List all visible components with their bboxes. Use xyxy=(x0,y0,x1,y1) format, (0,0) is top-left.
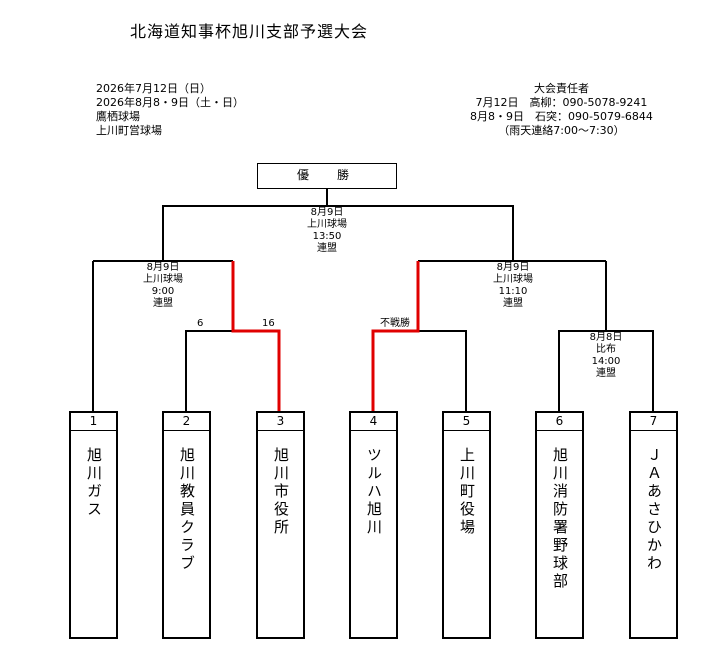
contact-line: （雨天連絡7:00〜7:30） xyxy=(498,124,625,137)
score-team2: 6 xyxy=(197,318,204,329)
team-box-1: 1 旭川ガス xyxy=(69,411,118,639)
match-date: 8月9日 xyxy=(496,262,530,273)
team-number: 1 xyxy=(71,413,116,431)
winner-path-team3 xyxy=(231,261,281,411)
qf-right-bracket xyxy=(558,330,654,411)
walkover-label: 不戦勝 xyxy=(380,318,410,329)
team-name: 旭川市役所 xyxy=(272,447,290,537)
team-box-3: 3 旭川市役所 xyxy=(256,411,305,639)
match-time: 13:50 xyxy=(312,231,342,242)
match-time: 9:00 xyxy=(151,286,175,297)
contact-line: 8月8・9日 石突：090-5079-6844 xyxy=(470,110,653,123)
page-title: 北海道知事杯旭川支部予選大会 xyxy=(130,22,369,41)
team-number: 2 xyxy=(164,413,209,431)
match-organizer: 連盟 xyxy=(503,298,523,309)
final-bracket xyxy=(162,205,514,261)
match-venue: 上川球場 xyxy=(307,219,347,230)
champion-box: 優 勝 xyxy=(257,163,397,189)
team5-line xyxy=(418,330,467,411)
score-team3: 16 xyxy=(262,318,275,329)
contact-line: 大会責任者 xyxy=(533,82,589,95)
semi-left-match-info: 8月9日 上川球場 9:00 連盟 xyxy=(123,262,203,310)
team-name: 旭川教員クラブ xyxy=(178,447,196,573)
team-name: ＪＡあさひかわ xyxy=(645,447,663,573)
team-name: ツルハ旭川 xyxy=(365,447,383,537)
team-box-4: 4 ツルハ旭川 xyxy=(349,411,398,639)
contact-line: 7月12日 高柳：090-5078-9241 xyxy=(475,96,648,109)
team-box-5: 5 上川町役場 xyxy=(442,411,491,639)
match-date: 8月8日 xyxy=(589,332,623,343)
team-box-2: 2 旭川教員クラブ xyxy=(162,411,211,639)
team2-line xyxy=(185,330,233,411)
schedule-info: 2026年7月12日（日） 2026年8月8・9日（土・日） 鷹栖球場 上川町営… xyxy=(96,82,244,138)
match-organizer: 連盟 xyxy=(596,368,616,379)
match-time: 14:00 xyxy=(591,356,621,367)
schedule-line: 上川町営球場 xyxy=(96,124,162,137)
match-organizer: 連盟 xyxy=(317,243,337,254)
team-name: 旭川消防署野球部 xyxy=(551,447,569,591)
match-date: 8月9日 xyxy=(310,207,344,218)
team-name: 旭川ガス xyxy=(85,447,103,519)
final-match-info: 8月9日 上川球場 13:50 連盟 xyxy=(287,207,367,255)
qf-right-match-info: 8月8日 比布 14:00 連盟 xyxy=(566,332,646,380)
team-name: 上川町役場 xyxy=(458,447,476,537)
contact-info: 大会責任者 7月12日 高柳：090-5078-9241 8月8・9日 石突：0… xyxy=(470,82,653,138)
winner-path-team4 xyxy=(371,261,420,411)
team-number: 4 xyxy=(351,413,396,431)
team-number: 7 xyxy=(631,413,676,431)
team-box-7: 7 ＪＡあさひかわ xyxy=(629,411,678,639)
match-time: 11:10 xyxy=(498,286,528,297)
match-venue: 比布 xyxy=(596,344,616,355)
team-number: 6 xyxy=(537,413,582,431)
team-box-6: 6 旭川消防署野球部 xyxy=(535,411,584,639)
semi-right-match-info: 8月9日 上川球場 11:10 連盟 xyxy=(473,262,553,310)
match-organizer: 連盟 xyxy=(153,298,173,309)
match-date: 8月9日 xyxy=(146,262,180,273)
schedule-line: 2026年7月12日（日） xyxy=(96,82,211,95)
schedule-line: 2026年8月8・9日（土・日） xyxy=(96,96,244,109)
match-venue: 上川球場 xyxy=(493,274,533,285)
team-number: 3 xyxy=(258,413,303,431)
schedule-line: 鷹栖球場 xyxy=(96,110,140,123)
match-venue: 上川球場 xyxy=(143,274,183,285)
team-number: 5 xyxy=(444,413,489,431)
